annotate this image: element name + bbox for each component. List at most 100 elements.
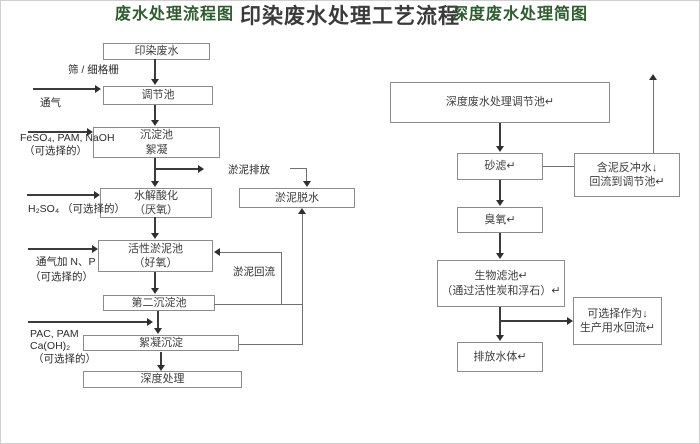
connector-secondsed-flocculation: [157, 311, 159, 328]
connector-feso4-in: [28, 131, 87, 133]
arrowhead-regulating-sedimentation: [151, 120, 159, 126]
label-optional-3: （可选择的）: [33, 353, 96, 365]
connector-backwash-return-v: [653, 80, 654, 153]
node-discharge: 排放水体↵: [457, 342, 543, 372]
left-chart-caption: 废水处理流程图: [115, 6, 235, 23]
label-screen-grid: 筛 / 细格栅: [68, 64, 119, 76]
connector-influent-regulating: [154, 59, 156, 79]
arrowhead-into-dewatering-bottom: [298, 208, 306, 214]
node-sedimentation-line2: 絮凝: [145, 143, 168, 156]
node-activated-sludge-line1: 活性淤泥池: [128, 242, 183, 255]
node-reuse-line1: 可选择作为↓: [587, 307, 648, 320]
node-biofilter-line1: 生物滤池↵: [474, 270, 528, 283]
node-backwash-line1: 含泥反冲水↓: [596, 161, 658, 174]
connector-aeration-in: [33, 88, 95, 90]
connector-sand-ozone: [499, 180, 501, 200]
connector-flocculation-advanced: [160, 352, 162, 365]
label-caoh2: Ca(OH)₂: [30, 340, 71, 352]
node-ozone-label: 臭氧↵: [484, 213, 516, 226]
arrowhead-deepreg-sand: [496, 146, 504, 152]
connector-discharge-elbow-h: [290, 168, 307, 169]
arrowhead-h2so4-in: [94, 191, 100, 199]
arrowhead-backwash-return: [649, 74, 657, 80]
label-aeration-np: 通气加 N、P: [36, 256, 96, 268]
node-hydrolysis: 水解酸化 （厌氧）: [100, 188, 212, 218]
node-backwash-line2: 回流到调节池↵: [589, 176, 665, 188]
arrowhead-biofilter-discharge: [496, 335, 504, 341]
connector-discharge-elbow-v: [306, 168, 307, 181]
node-influent-label: 印染废水: [134, 45, 179, 58]
node-hydrolysis-line1: 水解酸化: [134, 189, 178, 202]
connector-deepreg-sand: [499, 123, 501, 146]
connector-ozone-biofilter: [499, 233, 501, 253]
node-second-sedimentation: 第二沉淀池: [103, 295, 215, 311]
node-sedimentation-line1: 沉淀池: [140, 129, 173, 142]
label-aeration: 通气: [40, 97, 61, 109]
connector-activated-secondsed: [154, 272, 156, 288]
right-chart-caption: 深度废水处理简图: [452, 6, 589, 23]
node-ozone: 臭氧↵: [457, 207, 543, 233]
label-h2so4: H₂SO₄ （可选择的）: [28, 203, 126, 215]
node-discharge-label: 排放水体↵: [473, 350, 527, 363]
node-second-sedimentation-label: 第二沉淀池: [131, 296, 187, 309]
node-activated-sludge: 活性淤泥池 （好氧）: [98, 240, 213, 272]
arrowhead-ozone-biofilter: [496, 253, 504, 259]
node-reuse: 可选择作为↓ 生产用水回流↵: [573, 297, 662, 345]
label-feso4-pam-naoh: FeSO₄, PAM, NaOH: [20, 132, 115, 144]
arrowhead-hydrolysis-activated: [151, 233, 159, 239]
label-pac-pam: PAC, PAM: [30, 328, 79, 340]
node-influent: 印染废水: [103, 43, 210, 60]
connector-np-in: [28, 248, 92, 250]
connector-sand-backwash: [543, 166, 574, 167]
label-optional-2: （可选择的）: [30, 271, 93, 283]
connector-sludge-return-h: [220, 252, 282, 253]
node-sludge-dewatering-label: 淤泥脱水: [275, 191, 319, 204]
label-optional-1: （可选择的）: [24, 145, 87, 157]
node-sand-filter: 砂滤↵: [457, 153, 543, 180]
connector-sludge-riser: [302, 214, 303, 345]
connector-biofilter-reuse: [500, 320, 567, 322]
connector-h2so4-in: [27, 194, 94, 196]
arrowhead-secondsed-flocculation: [154, 328, 162, 334]
node-sand-filter-label: 砂滤↵: [484, 160, 516, 173]
arrowhead-pac-in: [147, 318, 153, 326]
node-flocculation-label: 絮凝沉淀: [139, 336, 183, 349]
arrowhead-np-in: [92, 245, 98, 253]
node-activated-sludge-line2: （好氧）: [133, 257, 178, 269]
node-flocculation: 絮凝沉淀: [83, 335, 239, 351]
node-reuse-line2: 生产用水回流↵: [579, 322, 656, 334]
node-regulating-tank-label: 调节池: [141, 89, 175, 102]
arrowhead-sludge-discharge: [198, 165, 204, 173]
connector-sludge-discharge-branch: [155, 168, 198, 170]
node-regulating-tank: 调节池: [103, 86, 213, 105]
node-advanced-treatment-label: 深度处理: [140, 373, 185, 386]
connector-sludge-return-v: [281, 252, 282, 305]
arrowhead-feso4-in: [87, 128, 93, 136]
connector-secondsed-right: [214, 304, 303, 305]
arrowhead-flocculation-advanced: [157, 365, 165, 371]
arrowhead-sedimentation-hydrolysis: [151, 181, 159, 187]
connector-regulating-sedimentation: [154, 105, 156, 120]
node-backwash: 含泥反冲水↓ 回流到调节池↵: [574, 153, 680, 197]
arrowhead-activated-secondsed: [151, 288, 159, 294]
arrowhead-sludge-return: [214, 248, 220, 256]
arrowhead-influent-regulating: [151, 79, 159, 85]
node-deep-regulating-tank: 深度废水处理调节池↵: [390, 82, 610, 123]
connector-hydrolysis-activated: [154, 217, 156, 233]
label-sludge-return: 淤泥回流: [233, 266, 275, 278]
arrowhead-into-dewatering-top: [303, 181, 311, 187]
page-title: 印染废水处理工艺流程: [240, 5, 460, 28]
node-deep-regulating-label: 深度废水处理调节池↵: [445, 96, 555, 109]
connector-flocculation-right: [239, 344, 303, 345]
node-biofilter-line2: （通过活性炭和浮石）↵: [441, 284, 561, 297]
connector-pac-in: [28, 321, 147, 323]
arrowhead-aeration-in: [95, 85, 101, 93]
label-sludge-discharge: 淤泥排放: [228, 164, 270, 176]
node-sludge-dewatering: 淤泥脱水: [239, 188, 355, 208]
node-sedimentation-tank: 沉淀池 絮凝: [93, 127, 220, 158]
node-biofilter: 生物滤池↵ （通过活性炭和浮石）↵: [437, 260, 565, 307]
node-advanced-treatment: 深度处理: [83, 371, 242, 388]
node-hydrolysis-line2: （厌氧）: [134, 204, 178, 216]
arrowhead-biofilter-reuse: [567, 317, 573, 325]
